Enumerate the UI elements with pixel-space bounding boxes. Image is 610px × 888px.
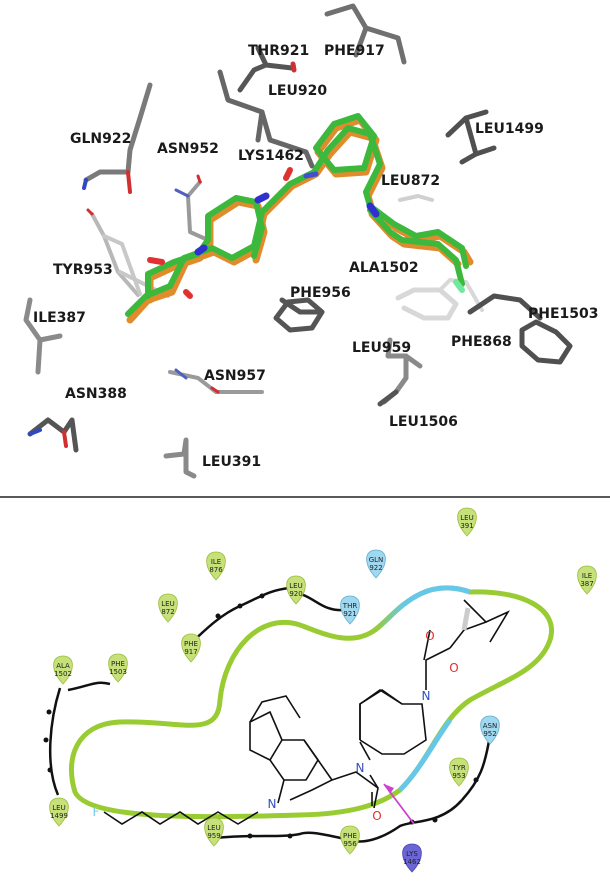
label-phe868: PHE868: [451, 334, 512, 350]
label-asn388: ASN388: [65, 386, 127, 402]
label-leu959: LEU959: [352, 340, 411, 356]
residue-tyr953: TYR 953: [449, 757, 469, 787]
atom-indole-n: N: [268, 797, 277, 811]
residue-thr921: THR 921: [340, 595, 360, 625]
svg-text:876: 876: [209, 566, 223, 574]
label-leu872: LEU872: [381, 173, 440, 189]
svg-text:387: 387: [580, 580, 593, 588]
residue-labels-3d: THR921 PHE917 LEU920 LEU1499 GLN922 ASN9…: [33, 43, 599, 470]
svg-text:PHE: PHE: [184, 640, 198, 648]
label-lys1462: LYS1462: [238, 148, 304, 164]
residue-gln922: GLN 922: [366, 549, 386, 579]
svg-text:ILE: ILE: [582, 572, 592, 580]
svg-text:ILE: ILE: [211, 558, 221, 566]
atom-piperazine-n1: N: [356, 761, 365, 775]
residue-phe1503: PHE 1503: [108, 653, 128, 683]
interaction-diagram-2d: F N O N N O O LEU 391 ILE 387 ILE 876: [43, 507, 597, 873]
residue-leu391: LEU 391: [457, 507, 477, 537]
svg-text:917: 917: [184, 648, 197, 656]
residue-phe917: PHE 917: [181, 633, 201, 663]
svg-text:922: 922: [369, 564, 382, 572]
label-phe917: PHE917: [324, 43, 385, 59]
svg-text:872: 872: [161, 608, 174, 616]
svg-text:LEU: LEU: [460, 514, 473, 522]
residue-ile876: ILE 876: [206, 551, 226, 581]
svg-text:ALA: ALA: [56, 662, 70, 670]
hbond-arrowhead: [384, 784, 394, 794]
label-ala1502: ALA1502: [349, 260, 419, 276]
svg-text:PHE: PHE: [343, 832, 357, 840]
svg-text:956: 956: [343, 840, 357, 848]
residue-leu959: LEU 959: [204, 817, 224, 847]
label-ile387: ILE387: [33, 310, 86, 326]
binding-pose-3d-panel: THR921 PHE917 LEU920 LEU1499 GLN922 ASN9…: [23, 3, 599, 479]
label-leu920: LEU920: [268, 83, 327, 99]
svg-text:1462: 1462: [403, 858, 421, 866]
residue-sticks: [23, 3, 573, 479]
label-leu391: LEU391: [202, 454, 261, 470]
ligand-skeleton: [103, 599, 511, 825]
atom-carbonyl-o: O: [372, 809, 381, 823]
atom-carbamate-o2: O: [449, 661, 458, 675]
label-phe1503: PHE1503: [528, 306, 599, 322]
svg-text:1502: 1502: [54, 670, 72, 678]
label-leu1506: LEU1506: [389, 414, 458, 430]
residue-lys1462: LYS 1462: [402, 843, 422, 873]
residue-phe956: PHE 956: [340, 825, 360, 855]
svg-text:952: 952: [483, 730, 496, 738]
residue-ile387: ILE 387: [577, 565, 597, 595]
residue-leu920: LEU 920: [286, 575, 306, 605]
residue-leu872: LEU 872: [158, 593, 178, 623]
svg-text:TYR: TYR: [451, 764, 466, 772]
svg-text:LEU: LEU: [289, 582, 302, 590]
label-tyr953: TYR953: [53, 262, 113, 278]
residue-ala1502: ALA 1502: [53, 655, 73, 685]
backbone-chains: [48, 586, 492, 843]
atom-fluorine: F: [93, 805, 100, 819]
label-phe956: PHE956: [290, 285, 351, 301]
svg-text:LYS: LYS: [406, 850, 418, 858]
residue-leu1499: LEU 1499: [49, 797, 69, 827]
svg-text:1499: 1499: [50, 812, 68, 820]
residue-asn952: ASN 952: [480, 715, 500, 745]
pocket-outline-green: [69, 585, 554, 820]
svg-text:LEU: LEU: [52, 804, 65, 812]
atom-piperazine-n2: N: [422, 689, 431, 703]
svg-text:921: 921: [343, 610, 356, 618]
svg-text:LEU: LEU: [161, 600, 174, 608]
svg-text:920: 920: [289, 590, 302, 598]
svg-text:391: 391: [460, 522, 473, 530]
label-asn952: ASN952: [157, 141, 219, 157]
pocket-outline-blue-top: [373, 585, 471, 632]
svg-text:1503: 1503: [109, 668, 127, 676]
atom-carbamate-o1: O: [425, 629, 434, 643]
residue-markers: LEU 391 ILE 387 ILE 876 GLN 922 LEU: [49, 507, 597, 873]
pocket-outline-blue-bottom: [398, 718, 453, 792]
svg-text:GLN: GLN: [369, 556, 384, 564]
ligand-overlay: [125, 113, 474, 324]
label-leu1499: LEU1499: [475, 121, 544, 137]
backbone-joints: [43, 593, 479, 839]
svg-text:ASN: ASN: [483, 722, 497, 730]
svg-text:PHE: PHE: [111, 660, 125, 668]
svg-text:959: 959: [207, 832, 220, 840]
svg-text:953: 953: [452, 772, 465, 780]
label-gln922: GLN922: [70, 131, 131, 147]
label-thr921: THR921: [248, 43, 309, 59]
svg-text:LEU: LEU: [207, 824, 220, 832]
label-asn957: ASN957: [204, 368, 266, 384]
svg-text:THR: THR: [342, 602, 358, 610]
